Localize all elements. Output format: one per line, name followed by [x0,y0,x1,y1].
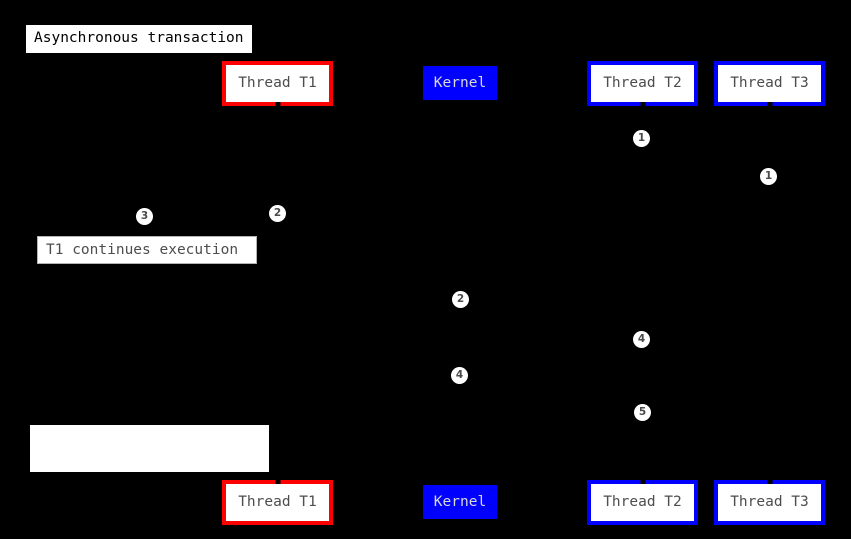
lifeline-head-kernel[interactable]: Kernel [423,66,497,100]
step-badge-3-thread-t1[interactable]: 3 [136,208,153,225]
step-badge-1-thread-t3[interactable]: 1 [760,168,777,185]
step-badge-4-thread-t2[interactable]: 4 [633,331,650,348]
lifeline-connector-notch-icon [275,480,280,484]
lifeline-connector-notch-icon [640,480,645,484]
note-t1-continues-execution: T1 continues execution [37,236,257,264]
lifeline-foot-thread-t2[interactable]: Thread T2 [587,480,698,525]
step-badge-2-thread-t1[interactable]: 2 [269,205,286,222]
note-blank [30,425,269,472]
diagram-title: Asynchronous transaction [26,25,252,53]
lifeline-thread-t2 [642,106,643,480]
lifeline-head-thread-t1-label: Thread T1 [238,75,317,92]
step-badge-4-kernel[interactable]: 4 [451,367,468,384]
lifeline-foot-kernel-label: Kernel [433,493,487,510]
lifeline-connector-notch-icon [640,102,645,106]
lifeline-head-thread-t2[interactable]: Thread T2 [587,61,698,106]
lifeline-head-thread-t3[interactable]: Thread T3 [714,61,825,106]
step-badge-1-thread-t2[interactable]: 1 [633,130,650,147]
lifeline-foot-thread-t3[interactable]: Thread T3 [714,480,825,525]
lifeline-head-thread-t1[interactable]: Thread T1 [222,61,333,106]
lifeline-foot-thread-t1[interactable]: Thread T1 [222,480,333,525]
lifeline-foot-thread-t2-label: Thread T2 [603,494,682,511]
lifeline-head-kernel-label: Kernel [433,74,487,91]
lifeline-head-thread-t2-label: Thread T2 [603,75,682,92]
lifeline-foot-thread-t3-label: Thread T3 [730,494,809,511]
lifeline-foot-kernel[interactable]: Kernel [423,485,497,519]
lifeline-head-thread-t3-label: Thread T3 [730,75,809,92]
step-badge-2-kernel[interactable]: 2 [452,291,469,308]
lifeline-thread-t3 [769,106,770,480]
step-badge-5-thread-t2[interactable]: 5 [634,404,651,421]
lifeline-thread-t1 [277,106,278,480]
lifeline-connector-notch-icon [767,480,772,484]
lifeline-connector-notch-icon [275,102,280,106]
lifeline-connector-notch-icon [767,102,772,106]
lifeline-foot-thread-t1-label: Thread T1 [238,494,317,511]
